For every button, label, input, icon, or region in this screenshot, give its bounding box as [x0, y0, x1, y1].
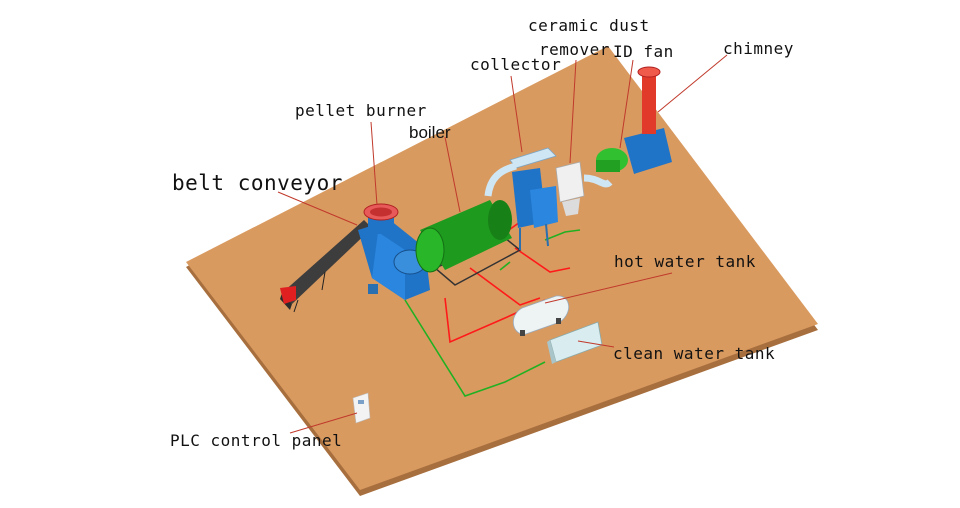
pointer-lines: [277, 54, 728, 434]
label-hot-water-tank: hot water tank: [614, 252, 756, 271]
label-chimney: chimney: [723, 39, 794, 58]
label-pellet-burner: pellet burner: [295, 101, 427, 120]
id-fan: [596, 148, 628, 172]
label-plc-control-panel: PLC control panel: [170, 431, 343, 450]
floor-slab: [186, 46, 818, 496]
label-boiler: boiler: [409, 123, 451, 142]
label-belt-conveyor: belt conveyor: [172, 171, 343, 195]
belt-conveyor: [280, 220, 372, 313]
clean-water-pipes: [404, 229, 581, 397]
label-ceramic-dust-line2: remover: [539, 40, 610, 59]
ceramic-dust-remover: [555, 161, 613, 216]
label-ceramic-dust-line1: ceramic dust: [528, 16, 650, 35]
chimney: [624, 66, 672, 174]
pellet-burner: [358, 203, 430, 300]
collector-unit: [484, 147, 558, 250]
label-id-fan: ID fan: [613, 42, 674, 61]
label-collector: collector: [470, 55, 562, 74]
label-clean-water-tank: clean water tank: [613, 344, 776, 363]
plc-control-panel: [352, 392, 371, 424]
hot-water-tank: [513, 295, 569, 336]
